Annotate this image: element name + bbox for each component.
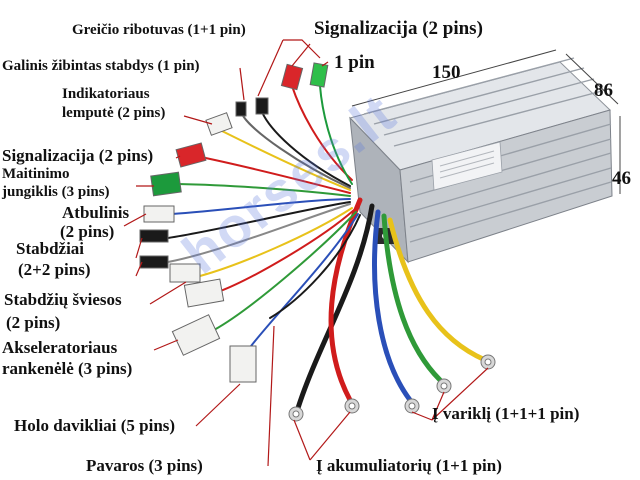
label-rankenele: rankenėlė (3 pins) xyxy=(2,359,133,378)
connectors xyxy=(139,62,329,383)
label-jungiklis: jungiklis (3 pins) xyxy=(2,184,110,200)
leader-lines xyxy=(123,39,489,467)
label-varikli: Į variklį (1+1+1 pin) xyxy=(432,404,580,423)
controller-box xyxy=(349,57,613,264)
label-akseleratoriaus: Akseleratoriaus xyxy=(2,338,118,357)
label-pavaros: Pavaros (3 pins) xyxy=(86,456,203,475)
label-lempute: lemputė (2 pins) xyxy=(62,105,166,121)
label-greicio-ribotuvas: Greičio ribotuvas (1+1 pin) xyxy=(72,22,246,38)
dimension-length: 150 xyxy=(432,62,461,83)
label-akumuliatoriu: Į akumuliatorių (1+1 pin) xyxy=(316,456,502,475)
label-signalizacija-top: Signalizacija (2 pins) xyxy=(314,18,483,39)
ring-terminals xyxy=(288,354,496,422)
dimension-height: 46 xyxy=(612,168,631,189)
label-galinis-zibintas: Galinis žibintas stabdys (1 pin) xyxy=(2,58,200,74)
label-stabdziai: Stabdžiai xyxy=(16,239,85,258)
label-signalizacija-left: Signalizacija (2 pins) xyxy=(2,146,154,165)
label-one-pin: 1 pin xyxy=(334,52,375,73)
signal-wires xyxy=(167,85,361,351)
label-atbulinis-pins: (2 pins) xyxy=(60,222,115,241)
label-stabdziu-sviesos: Stabdžių šviesos xyxy=(4,290,122,309)
label-atbulinis: Atbulinis xyxy=(62,203,130,222)
dimension-width: 86 xyxy=(594,80,613,101)
dimension-lines xyxy=(351,49,621,194)
label-stabdziu-pins: (2 pins) xyxy=(6,313,61,332)
label-holo: Holo davikliai (5 pins) xyxy=(14,416,176,435)
label-stabdziai-pins: (2+2 pins) xyxy=(18,260,91,279)
label-indikatoriaus: Indikatoriaus xyxy=(62,86,150,102)
label-maitinimo: Maitinimo xyxy=(2,166,70,182)
